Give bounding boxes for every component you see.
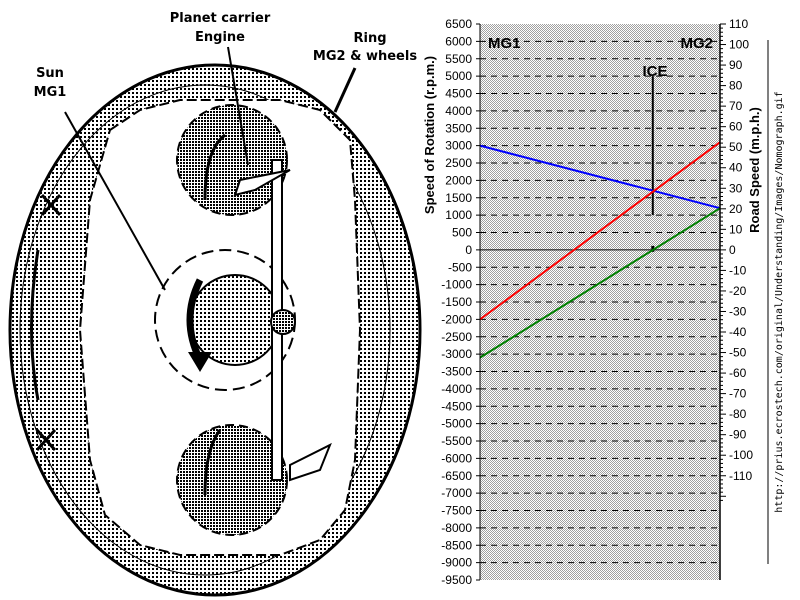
label-mg2-axis: MG2: [680, 35, 713, 52]
left-tick-label: 1000: [445, 208, 472, 222]
left-tick-label: -8500: [441, 538, 472, 552]
left-tick-label: 2000: [445, 173, 472, 187]
left-tick-label: -1500: [441, 295, 472, 309]
right-tick-label: 10: [729, 222, 743, 236]
series-line-green: [479, 207, 721, 359]
left-tick-label: -6000: [441, 451, 472, 465]
label-mg1: MG1: [34, 85, 67, 100]
right-tick-label: 60: [729, 120, 743, 134]
ring-rotation-arrow: [30, 249, 40, 401]
left-tick-label: 500: [452, 226, 472, 240]
carrier-arrow-top: [233, 169, 291, 197]
left-tick-label: -8000: [441, 521, 472, 535]
left-tick-label: -5500: [441, 434, 472, 448]
right-tick-label: -110: [729, 469, 752, 483]
left-tick-label: -3500: [441, 365, 472, 379]
right-tick-label: -10: [729, 263, 747, 277]
left-tick-label: -2000: [441, 312, 472, 326]
left-tick-label: 5500: [445, 52, 472, 66]
left-tick-label: 3500: [445, 121, 472, 135]
leader-sun: [64, 111, 166, 291]
right-tick-label: 100: [729, 38, 749, 52]
left-tick-label: -4000: [441, 382, 472, 396]
right-tick-label: 40: [729, 161, 743, 175]
label-ring: Ring: [353, 31, 386, 46]
right-tick-label: 20: [729, 202, 743, 216]
label-mg1-axis: MG1: [488, 35, 521, 52]
right-tick-label: -50: [729, 346, 747, 360]
left-tick-label: -1000: [441, 278, 472, 292]
left-tick-label: 6500: [445, 17, 472, 31]
left-tick-label: -500: [448, 260, 472, 274]
left-tick-label: -2500: [441, 330, 472, 344]
left-axis-title: Speed of Rotation (r.p.m.): [422, 56, 437, 214]
left-tick-label: -7000: [441, 486, 472, 500]
right-tick-label: 90: [729, 58, 743, 72]
left-tick-label: 3000: [445, 139, 472, 153]
planet-gear-bottom: [176, 424, 288, 536]
right-tick-label: 50: [729, 140, 743, 154]
planetary-gear-diagram: Planet carrier Engine Ring MG2 & wheels …: [8, 11, 422, 597]
left-tick-label: -5000: [441, 417, 472, 431]
left-tick-label: 5000: [445, 69, 472, 83]
left-tick-label: 4500: [445, 87, 472, 101]
right-tick-label: -80: [729, 407, 747, 421]
series-line-blue: [479, 144, 721, 210]
planet-gear-top: [176, 104, 288, 216]
left-tick-label: -4500: [441, 399, 472, 413]
right-tick-labels: 1101009080706050403020100-10-20-30-40-50…: [720, 17, 753, 501]
left-tick-label: 4000: [445, 104, 472, 118]
right-tick-label: -40: [729, 325, 747, 339]
left-tick-label: 6000: [445, 34, 472, 48]
planet-bottom-arrow: [203, 429, 222, 496]
left-tick-labels: 6500600055005000450040003500300025002000…: [441, 17, 480, 587]
right-tick-label: 30: [729, 181, 743, 195]
right-tick-label: 70: [729, 99, 743, 113]
left-tick-label: 2500: [445, 156, 472, 170]
planet-top-arrow: [203, 133, 226, 201]
left-tick-label: 1500: [445, 191, 472, 205]
series-line-red: [479, 141, 721, 321]
left-tick-label: -9500: [441, 573, 472, 587]
right-tick-label: 110: [729, 17, 748, 31]
right-tick-label: 80: [729, 79, 743, 93]
right-tick-label: -90: [729, 428, 747, 442]
ring-arrow-bottom: [289, 442, 332, 482]
right-tick-label: -70: [729, 387, 747, 401]
leader-carrier: [227, 46, 249, 166]
right-tick-label: -100: [729, 448, 753, 462]
label-ice: ICE: [642, 63, 667, 80]
label-sun: Sun: [36, 66, 64, 81]
right-tick-label: -30: [729, 304, 747, 318]
carrier-pivot: [270, 309, 296, 335]
right-axis-title: Road Speed (m.p.h.): [747, 107, 762, 233]
leader-ring: [333, 67, 357, 113]
right-tick-label: 0: [729, 243, 736, 257]
source-url: http://prius.ecrostech.com/original/Unde…: [774, 91, 785, 512]
left-tick-label: -7500: [441, 504, 472, 518]
series-lines: [479, 76, 721, 359]
label-mg2-wheels: MG2 & wheels: [313, 49, 417, 64]
sun-arrow-head: [188, 352, 212, 372]
nomograph-chart: 6500600055005000450040003500300025002000…: [422, 17, 785, 587]
ring-gear-guide: [19, 84, 391, 576]
x-mark-bottom: [35, 428, 57, 452]
left-tick-label: -6500: [441, 469, 472, 483]
left-tick-label: -3000: [441, 347, 472, 361]
left-tick-label: -9000: [441, 556, 472, 570]
x-mark-top: [40, 193, 62, 217]
label-engine: Engine: [195, 30, 245, 45]
right-tick-label: -60: [729, 366, 747, 380]
label-planet-carrier: Planet carrier: [170, 11, 271, 26]
left-tick-label: 0: [465, 243, 472, 257]
right-tick-label: -20: [729, 284, 747, 298]
